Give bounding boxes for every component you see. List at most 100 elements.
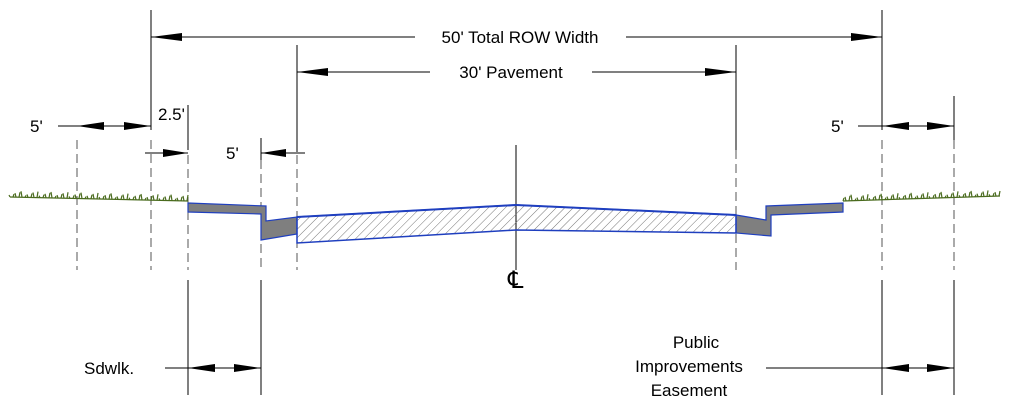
arrow-left (882, 364, 909, 372)
grass-blade (48, 192, 51, 198)
grass-blade (56, 194, 59, 199)
arrow-right (851, 33, 882, 41)
arrow-left (188, 364, 215, 372)
grass-blade (884, 197, 887, 200)
grass-blade (170, 194, 173, 201)
grass-blade (86, 195, 89, 199)
grass-blade (116, 196, 119, 200)
grass-blade (80, 192, 83, 199)
pavement-width-label: 30' Pavement (459, 63, 563, 82)
grass-blade (968, 191, 971, 198)
grass-blade (950, 193, 953, 198)
grass-blade (928, 195, 931, 199)
grass-blade (868, 197, 871, 201)
grass-blade (108, 194, 111, 200)
grass-blade (162, 197, 165, 201)
grass-blade (974, 194, 977, 198)
easement-label-line3: Easement (651, 381, 728, 400)
grass-blade (854, 198, 857, 201)
grass-blade (68, 196, 71, 199)
total-row-width-label: 50' Total ROW Width (442, 28, 599, 47)
dimension-lines (58, 33, 954, 372)
grass-blade (138, 194, 141, 201)
arrow-left (261, 149, 286, 157)
grass-blade (976, 193, 979, 197)
grass-blade (866, 194, 869, 201)
grass-blade (880, 193, 883, 200)
left-5ft-label: 5' (30, 117, 43, 136)
grass-blade (14, 192, 17, 198)
grass-blade (146, 196, 149, 201)
grass-blade (134, 195, 137, 200)
grass-blade (186, 194, 189, 202)
centerline-symbol: ℄ (507, 267, 524, 294)
grass-blade (32, 192, 35, 198)
grass-blade (910, 192, 913, 199)
grass-blade (180, 196, 183, 201)
arrow-left (882, 122, 909, 130)
grass-blade (24, 195, 27, 198)
grass-blade (8, 194, 11, 198)
grass-blade (36, 191, 39, 198)
pavement-top-right (515, 204, 737, 216)
grass-blade (12, 193, 15, 198)
grass-blade (844, 196, 847, 202)
grass-blade (902, 195, 905, 200)
grass-blade (962, 193, 965, 198)
grass-blade (44, 193, 47, 198)
grass-blade (42, 194, 45, 198)
grass-blade (174, 198, 177, 201)
grass-blade (886, 196, 889, 200)
grass-blade (934, 193, 937, 199)
arrow-right (927, 364, 954, 372)
grass-blade (122, 194, 125, 200)
grass-blade (62, 193, 65, 199)
grass-blade (176, 197, 179, 201)
grass-blade (848, 195, 851, 201)
left-2-5ft-label: 2.5' (158, 105, 185, 124)
grass-blade (946, 194, 949, 198)
grass-blade (958, 195, 961, 198)
grass-blade (120, 195, 123, 200)
labels: 50' Total ROW Width 30' Pavement 5' 2.5'… (30, 28, 844, 400)
grass-blade (922, 193, 925, 199)
grass-blade (896, 193, 899, 200)
grass-blade (862, 195, 865, 201)
grass-blade (944, 195, 947, 199)
easement-label-line1: Public (673, 333, 720, 352)
grass-blade (892, 194, 895, 200)
grass-blade (988, 194, 991, 197)
grass-blade (856, 197, 859, 201)
grass-blade (110, 193, 113, 200)
grass-blade (18, 192, 21, 198)
grass-blade (132, 196, 135, 200)
grass-blade (890, 195, 893, 200)
grass-blade (998, 190, 1001, 197)
grass-blade (878, 194, 881, 200)
grass-blade (38, 195, 41, 198)
grass-blade (72, 195, 75, 199)
arrow-left (297, 68, 328, 76)
grass-blade (50, 191, 53, 199)
easement-label-line2: Improvements (635, 357, 743, 376)
grass-blade (54, 195, 57, 199)
grass-blade (104, 195, 107, 200)
grass-blade (164, 196, 167, 201)
pavement (296, 204, 737, 244)
grass-blade (980, 192, 983, 197)
grass-blade (102, 195, 105, 200)
grass-blade (150, 196, 153, 201)
grass-blade (20, 191, 23, 198)
grass-blade (970, 190, 973, 197)
grass-blade (96, 192, 99, 200)
grass-blade (914, 196, 917, 199)
grass-blade (78, 193, 81, 199)
right-5ft-label: 5' (831, 117, 844, 136)
grass-blade (84, 196, 87, 199)
grass-blade (90, 194, 93, 199)
pavement-top-left (296, 204, 517, 218)
grass-blade (60, 194, 63, 199)
grass-blade (30, 193, 33, 198)
grass-blade (992, 193, 995, 197)
